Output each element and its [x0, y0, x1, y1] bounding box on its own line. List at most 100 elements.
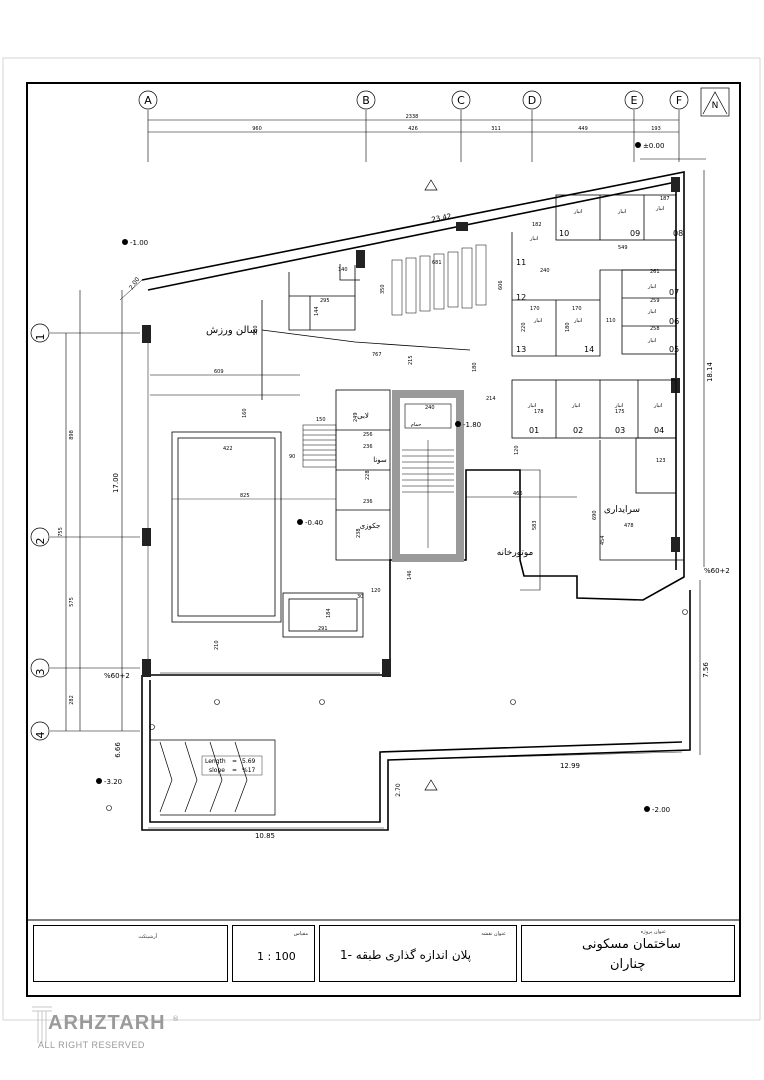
- dim-ramp-step: 2.70: [395, 783, 402, 797]
- dim-top-seg-2: 426: [408, 126, 418, 132]
- dim-140: 140: [338, 267, 348, 273]
- dim-549: 549: [618, 245, 628, 251]
- right-dim-lines: [640, 158, 706, 755]
- room-jacuzzi: جکوزی: [360, 522, 381, 530]
- grid-col-e: E: [631, 94, 638, 107]
- scale-label: مقیاس: [293, 931, 308, 937]
- grid-row-3: 3: [34, 669, 47, 676]
- grid-column-bubbles: [138, 90, 689, 110]
- dim-184: 184: [326, 608, 332, 618]
- storage-number: 14: [584, 345, 594, 354]
- dim-bottom-mid: 12.99: [560, 762, 580, 770]
- dim-295: 295: [320, 298, 330, 304]
- dim-top-seg-1: 960: [252, 126, 262, 132]
- ramp-length-label: Length: [205, 758, 226, 765]
- room-gym: سالن ورزش: [206, 325, 258, 336]
- pump-room: [466, 469, 577, 591]
- drain-icons: [106, 609, 688, 811]
- watermark-brand: ARHZTARH: [48, 1012, 166, 1034]
- dim-175: 175: [615, 409, 625, 415]
- level-marker-icons: [96, 142, 650, 812]
- wet-rooms: [335, 389, 391, 561]
- storage-number: 05: [669, 345, 679, 354]
- dim-left-seg-1: 898: [69, 430, 75, 440]
- ramp-slope-label: slope: [209, 767, 225, 774]
- dim-681: 681: [432, 260, 442, 266]
- dim-240b: 240: [540, 268, 550, 274]
- ramp-label-box: [201, 755, 263, 776]
- dim-right-low: 7.56: [702, 662, 710, 678]
- dim-606: 606: [498, 280, 504, 290]
- dim-215: 215: [408, 355, 414, 365]
- dim-bottom-width: 10.85: [255, 832, 275, 840]
- dim-110: 110: [606, 318, 616, 324]
- dim-178: 178: [534, 409, 544, 415]
- store-label: انبار: [573, 318, 582, 324]
- storage-number: 09: [630, 229, 640, 238]
- storage-number: 10: [559, 229, 569, 238]
- ramp-length-value: 5.69: [242, 758, 256, 765]
- outline-thin: [119, 279, 380, 675]
- outer-frame: [2, 57, 761, 1021]
- room-pump: موتورخانه: [497, 548, 534, 558]
- drawing-frame: [26, 82, 741, 997]
- dim-90: 90: [289, 454, 295, 460]
- slope-left: %60+2: [104, 672, 130, 680]
- upper-rooms: [261, 264, 471, 400]
- stair-core: [392, 390, 464, 562]
- store-label: انبار: [617, 209, 626, 215]
- dim-466: 466: [513, 491, 523, 497]
- storage-number: 02: [573, 426, 583, 435]
- dim-249: 249: [353, 412, 359, 422]
- dim-478: 478: [624, 523, 634, 529]
- plan-title: پلان اندازه گذاری طبقه -1: [340, 948, 472, 962]
- dim-144: 144: [314, 306, 320, 316]
- store-label: انبار: [533, 318, 542, 324]
- dim-left-total: 17.00: [112, 473, 120, 493]
- dim-580: 580: [253, 325, 259, 335]
- storage-cluster: [511, 194, 684, 561]
- structural-columns: [142, 177, 680, 677]
- plan-label: عنوان نقشه: [481, 931, 506, 937]
- ramp: [150, 739, 276, 816]
- room-bath: حمام: [411, 422, 422, 428]
- dim-left-low: 6.66: [114, 742, 122, 758]
- dim-825: 825: [240, 493, 250, 499]
- ramp-slope-eq: =: [232, 767, 237, 774]
- dim-256: 256: [363, 432, 373, 438]
- project-line1: ساختمان مسکونی: [582, 937, 681, 952]
- dim-259: 259: [650, 298, 660, 304]
- storage-number: 07: [669, 288, 679, 297]
- titleblock-architect: آرشیتکت: [33, 925, 228, 982]
- north-arrow-icon: [700, 87, 730, 117]
- store-label: انبار: [647, 338, 656, 344]
- dim-291: 291: [318, 626, 328, 632]
- storage-number: 08: [673, 229, 683, 238]
- dim-220: 220: [521, 322, 527, 332]
- project-line2: چناران: [610, 957, 646, 972]
- store-label: انبار: [647, 309, 656, 315]
- project-label: عنوان پروژه: [640, 929, 666, 935]
- dim-top-seg-5: 193: [651, 126, 661, 132]
- architect-label: آرشیتکت: [138, 934, 157, 940]
- north-label: N: [712, 101, 719, 111]
- grid-col-c: C: [457, 94, 465, 107]
- dim-top-seg-4: 449: [578, 126, 588, 132]
- dim-240: 240: [425, 405, 435, 411]
- stairs-left: [302, 424, 337, 468]
- titleblock-project: عنوان پروژه ساختمان مسکونی چناران: [521, 925, 735, 982]
- store-label: انبار: [614, 403, 623, 409]
- dim-350: 350: [380, 284, 386, 294]
- dim-30: 30: [357, 594, 363, 600]
- store-label: انبار: [529, 236, 538, 242]
- parking-stalls: [391, 244, 487, 316]
- store-label: انبار: [655, 206, 664, 212]
- storage-number: 13: [516, 345, 526, 354]
- storage-number: 01: [529, 426, 539, 435]
- level-pool: -0.40: [305, 519, 323, 527]
- dim-236: 236: [363, 444, 373, 450]
- titleblock-plan: عنوان نقشه پلان اندازه گذاری طبقه -1: [319, 925, 517, 982]
- grid-row-1: 1: [34, 334, 47, 341]
- store-label: انبار: [653, 403, 662, 409]
